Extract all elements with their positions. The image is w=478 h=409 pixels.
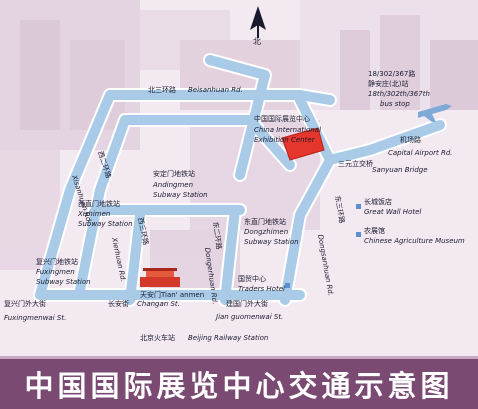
label-railway-en: Beijing Railway Station <box>188 334 268 342</box>
label-busstop-1: 18/302/367路 <box>368 69 415 78</box>
label-ciec-en-2: Exhibition Center <box>254 136 316 144</box>
label-jianguomenwai-en: Jian guomenwai St. <box>214 313 283 321</box>
tiananmen-icon <box>140 268 180 287</box>
label-railway: 北京火车站 <box>140 333 175 342</box>
label-tiananmen: 天安门Tian' anmen <box>140 290 204 299</box>
label-fuxingmenwai: 复兴门外大街 <box>4 299 46 308</box>
traders-marker <box>285 283 290 288</box>
label-xizhimen: 西直门地铁站 <box>78 199 120 208</box>
label-agri-museum: 农展馆 <box>364 226 385 235</box>
label-busstop-2: 静安庄(北)站 <box>368 79 408 88</box>
north-label: 北 <box>253 37 261 46</box>
label-beisanhuan: 北三环路 <box>148 85 176 94</box>
label-andingmen-en-2: Subway Station <box>153 191 208 199</box>
label-ciec: 中国国际展览中心 <box>254 114 310 123</box>
label-fuxingmen: 复兴门地铁站 <box>36 257 78 266</box>
label-fuxingmen-en-2: Subway Station <box>36 278 91 286</box>
label-agri-museum-en: Chinese Agriculture Museum <box>364 237 465 245</box>
label-traders: 国贸中心 <box>238 274 266 283</box>
label-fuxingmenwai-en: Fuxingmenwai St. <box>4 314 66 322</box>
label-andingmen-en-1: Andingmen <box>152 181 193 189</box>
north-arrow-icon <box>250 6 266 38</box>
label-changan: 长安街 <box>108 299 129 308</box>
label-airport-rd-en: Capital Airport Rd. <box>388 149 453 157</box>
label-andingmen: 安定门地铁站 <box>153 169 195 178</box>
label-xizhimen-en-2: Subway Station <box>78 220 133 228</box>
road-network <box>33 53 447 307</box>
label-fuxingmen-en-1: Fuxingmen <box>36 268 75 276</box>
label-ciec-en-1: China International <box>254 126 321 134</box>
label-great-wall-en: Great Wall Hotel <box>364 208 421 216</box>
label-sanyuan-en: Sanyuan Bridge <box>372 166 428 174</box>
label-dongzhimen-en-1: Dongzhimen <box>244 228 288 236</box>
airplane-icon <box>418 104 452 122</box>
label-changan-en: Changan St. <box>137 300 180 308</box>
label-busstop-4: bus stop <box>380 100 410 108</box>
label-dongzhimen-en-2: Subway Station <box>244 238 299 246</box>
label-sanyuan: 三元立交桥 <box>338 159 373 168</box>
great-wall-marker <box>356 204 361 209</box>
label-busstop-3: 18th/302th/367th <box>368 90 430 98</box>
label-xizhimen-en-1: Xizhimen <box>77 210 110 218</box>
label-jianguomenwai: 建国门外大街 <box>226 299 268 308</box>
label-dongerhuan: 东二环路 <box>211 221 224 250</box>
exhibition-center-marker <box>281 127 325 161</box>
label-airport-rd: 机场路 <box>400 135 421 144</box>
label-beisanhuan-en: Beisanhuan Rd. <box>188 86 243 94</box>
map-title: 中国国际展览中心交通示意图 <box>24 369 454 403</box>
title-bar: 中国国际展览中心交通示意图 <box>0 356 478 409</box>
agri-museum-marker <box>356 232 361 237</box>
label-dongzhimen: 东直门地铁站 <box>244 217 286 226</box>
label-great-wall: 长城饭店 <box>364 197 392 206</box>
label-traders-en: Traders Hotel <box>238 285 285 293</box>
